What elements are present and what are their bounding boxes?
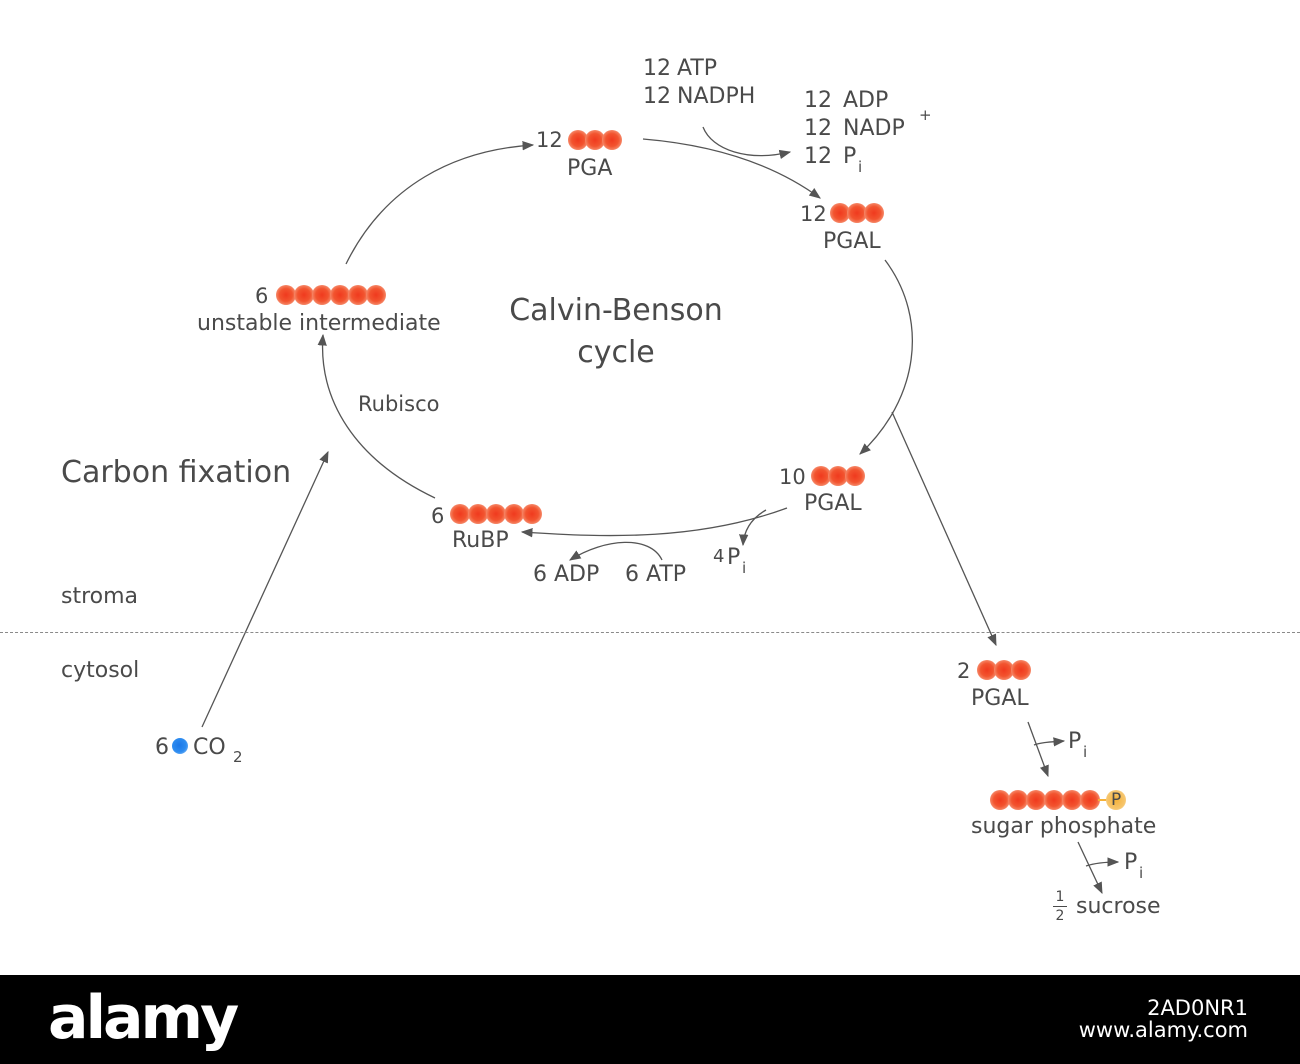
pi1-subscript: i — [1083, 743, 1088, 761]
sucrose-fraction: 1 2 — [1053, 890, 1067, 923]
pi-out-subscript: i — [858, 158, 863, 176]
arrow-pi2-release — [1085, 857, 1120, 867]
cycle-title-line2: cycle — [577, 335, 655, 370]
rubp-count: 6 — [431, 504, 445, 528]
pgal2-count: 2 — [957, 659, 971, 683]
pgal2-name: PGAL — [971, 686, 1029, 711]
pgal10-count: 10 — [779, 465, 806, 489]
arrow-pi1-release — [1033, 737, 1066, 747]
arrow-atp-to-adp — [569, 541, 663, 561]
arrow-sugar-phosphate-to-sucrose — [1077, 841, 1103, 895]
pga-count: 12 — [536, 128, 563, 152]
adp-count: 12 — [804, 88, 832, 113]
pgal12-name: PGAL — [823, 229, 881, 254]
stroma-label: stroma — [61, 584, 139, 609]
cytosol-label: cytosol — [61, 658, 140, 683]
intermediate-molecule — [276, 285, 386, 305]
brand-logo: alamy — [48, 983, 239, 1053]
nadp-label: NADP — [843, 116, 905, 141]
site-url: www.alamy.com — [1078, 1018, 1248, 1042]
atp-count: 12 — [643, 56, 671, 81]
pgal2-molecule — [977, 660, 1037, 680]
pgal12-count: 12 — [800, 202, 827, 226]
intermediate-count: 6 — [255, 284, 269, 308]
nadph-label: NADPH — [677, 84, 756, 109]
arrow-export-pgal — [891, 411, 997, 647]
pi1-label: P — [1068, 729, 1082, 754]
arrow-pi-release — [739, 509, 767, 547]
co2-name: CO — [193, 735, 226, 760]
nadph-count: 12 — [643, 84, 671, 109]
co2-subscript: 2 — [233, 748, 243, 766]
cycle-title: Calvin-Benson cycle — [496, 290, 736, 374]
arrow-pgal10-to-rubp — [520, 507, 788, 538]
sucrose-name: sucrose — [1076, 894, 1161, 919]
pgal12-molecule — [830, 203, 890, 223]
atp-regen-label: 6 ATP — [625, 562, 687, 587]
arrow-intermediate-to-pga — [345, 141, 535, 265]
image-id: 2AD0NR1 — [1147, 996, 1248, 1020]
pi2-subscript: i — [1139, 864, 1144, 882]
rubp-name: RuBP — [452, 528, 509, 553]
rubp-molecule — [450, 504, 545, 524]
fraction-denominator: 2 — [1055, 908, 1065, 924]
arrow-rubp-to-intermediate — [317, 333, 436, 499]
pgal10-name: PGAL — [804, 491, 862, 516]
enzyme-label: Rubisco — [358, 392, 440, 416]
arrow-pgal-to-sugar-phosphate — [1027, 721, 1049, 778]
adp-label: ADP — [843, 88, 889, 113]
nadp-charge: + — [919, 106, 932, 124]
membrane-divider — [0, 632, 1300, 633]
adp-regen-label: 6 ADP — [533, 562, 600, 587]
arrow-co2-fixation — [201, 450, 329, 728]
fraction-numerator: 1 — [1055, 889, 1065, 905]
pi-out-label: P — [843, 144, 857, 169]
pga-molecule — [568, 130, 628, 150]
co2-count: 6 — [155, 735, 169, 760]
arrow-pga-to-pgal — [642, 138, 821, 199]
pi-regen-label: P — [727, 545, 741, 570]
phosphate-symbol: P — [1111, 790, 1122, 810]
pi-regen-count: 4 — [713, 546, 725, 567]
pgal10-molecule — [811, 466, 871, 486]
atp-label: ATP — [677, 56, 718, 81]
pi2-label: P — [1124, 850, 1138, 875]
nadp-count: 12 — [804, 116, 832, 141]
cycle-title-line1: Calvin-Benson — [509, 293, 723, 328]
sugar-phosphate-name: sugar phosphate — [971, 814, 1157, 839]
pi-out-count: 12 — [804, 144, 832, 169]
pga-name: PGA — [567, 156, 613, 181]
co2-molecule — [172, 738, 188, 754]
pi-regen-subscript: i — [742, 559, 747, 577]
arrow-energy-exchange — [702, 126, 792, 159]
intermediate-name: unstable intermediate — [197, 311, 441, 336]
section-label: Carbon fixation — [61, 455, 292, 490]
sugar-phosphate-molecule: P — [990, 790, 1130, 810]
phosphate-group — [1106, 790, 1126, 810]
footer-bar — [0, 975, 1300, 1064]
arrow-pgal-to-pgal10 — [859, 259, 913, 455]
